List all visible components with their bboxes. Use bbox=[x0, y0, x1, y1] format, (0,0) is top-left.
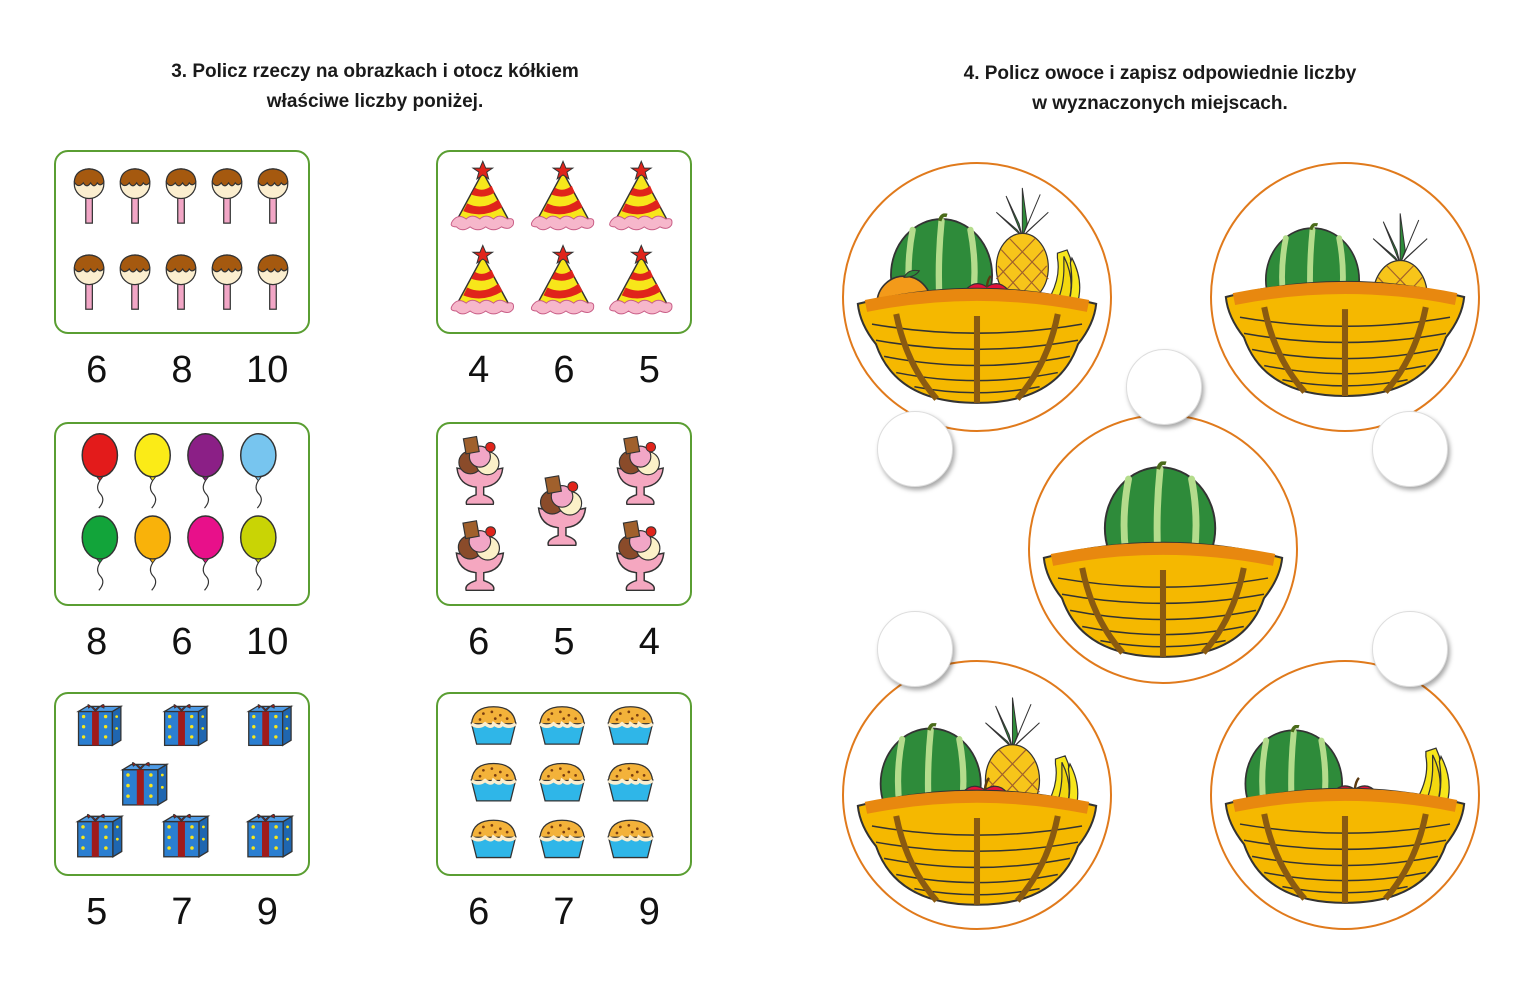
fruit-basket-top-right bbox=[1210, 162, 1480, 432]
ice-cream-cup-icon bbox=[455, 435, 665, 592]
number-option[interactable]: 10 bbox=[246, 621, 289, 663]
muffin-icon bbox=[469, 704, 655, 860]
number-option[interactable]: 9 bbox=[638, 891, 660, 933]
number-options-balloons: 8 6 10 bbox=[54, 620, 310, 664]
fruit-basket-icon bbox=[844, 187, 1110, 430]
fruit-basket-bottom-left bbox=[842, 660, 1112, 930]
counting-box-ice-cream bbox=[436, 422, 692, 606]
fruit-basket-bottom-right bbox=[1210, 660, 1480, 930]
number-options-muffins: 6 7 9 bbox=[436, 890, 692, 934]
counting-box-muffins bbox=[436, 692, 692, 876]
number-options-party-hats: 4 6 5 bbox=[436, 348, 692, 392]
counting-box-lollipops bbox=[54, 150, 310, 334]
number-option[interactable]: 6 bbox=[171, 621, 193, 663]
party-hat-icon bbox=[450, 160, 673, 315]
number-option[interactable]: 6 bbox=[468, 891, 490, 933]
task3-title-line1: 3. Policz rzeczy na obrazkach i otocz kó… bbox=[171, 61, 579, 82]
fruit-basket-icon bbox=[844, 697, 1110, 928]
lollipop-icon bbox=[73, 168, 289, 311]
fruit-basket-icon bbox=[1212, 213, 1478, 430]
number-options-lollipops: 6 8 10 bbox=[54, 348, 310, 392]
task3-title-line2: właściwe liczby poniżej. bbox=[266, 91, 484, 112]
number-option[interactable]: 9 bbox=[256, 891, 278, 933]
fruit-basket-top-left bbox=[842, 162, 1112, 432]
fruit-basket-icon bbox=[1212, 662, 1478, 928]
number-option[interactable]: 4 bbox=[468, 349, 490, 391]
answer-circle-bottom-left[interactable] bbox=[877, 611, 953, 687]
answer-circle-center[interactable] bbox=[1126, 349, 1202, 425]
number-option[interactable]: 5 bbox=[638, 349, 660, 391]
answer-circle-top-right[interactable] bbox=[1372, 411, 1448, 487]
number-option[interactable]: 10 bbox=[246, 349, 289, 391]
number-option[interactable]: 6 bbox=[553, 349, 575, 391]
counting-box-gifts bbox=[54, 692, 310, 876]
number-option[interactable]: 8 bbox=[86, 621, 108, 663]
fruit-basket-icon bbox=[1030, 416, 1296, 682]
number-option[interactable]: 6 bbox=[86, 349, 108, 391]
task3-title: 3. Policz rzeczy na obrazkach i otocz kó… bbox=[60, 57, 690, 117]
counting-box-party-hats bbox=[436, 150, 692, 334]
balloon-icon bbox=[81, 433, 277, 592]
number-options-ice-cream: 6 5 4 bbox=[436, 620, 692, 664]
answer-circle-bottom-right[interactable] bbox=[1372, 611, 1448, 687]
fruit-basket-center bbox=[1028, 414, 1298, 684]
number-option[interactable]: 8 bbox=[171, 349, 193, 391]
number-option[interactable]: 5 bbox=[553, 621, 575, 663]
number-options-gifts: 5 7 9 bbox=[54, 890, 310, 934]
task4-title-line1: 4. Policz owoce i zapisz odpowiednie lic… bbox=[963, 63, 1357, 84]
task4-title: 4. Policz owoce i zapisz odpowiednie lic… bbox=[850, 59, 1470, 119]
answer-circle-top-left[interactable] bbox=[877, 411, 953, 487]
task4-title-line2: w wyznaczonych miejscach. bbox=[1032, 93, 1288, 114]
gift-box-icon bbox=[77, 703, 293, 858]
number-option[interactable]: 7 bbox=[171, 891, 193, 933]
number-option[interactable]: 5 bbox=[86, 891, 108, 933]
number-option[interactable]: 7 bbox=[553, 891, 575, 933]
number-option[interactable]: 4 bbox=[638, 621, 660, 663]
counting-box-balloons bbox=[54, 422, 310, 606]
number-option[interactable]: 6 bbox=[468, 621, 490, 663]
